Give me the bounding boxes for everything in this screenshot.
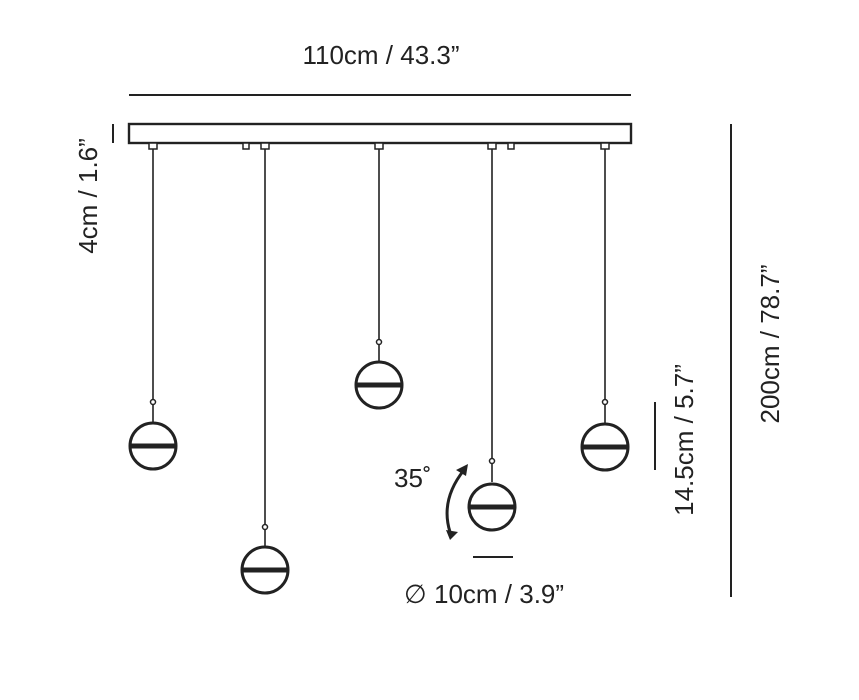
pendant-diameter-label: 10cm / 3.9”: [434, 579, 564, 609]
pendant-2: [240, 149, 290, 595]
pendant-4: [467, 149, 517, 532]
tilt-arrow-icon: [445, 464, 468, 540]
total-width-label: 110cm / 43.3”: [302, 40, 459, 70]
pendant-height-label: 14.5cm / 5.7”: [669, 364, 699, 516]
pendant-1: [128, 149, 178, 471]
pendant-5: [580, 149, 630, 472]
canopy-bar: [127, 122, 633, 145]
canopy-height-label: 4cm / 1.6”: [73, 138, 103, 254]
total-height-label: 200cm / 78.7”: [755, 265, 785, 424]
tilt-angle-label: 35˚: [394, 463, 432, 493]
pendant-3: [354, 149, 404, 410]
diameter-symbol: ∅: [404, 579, 427, 609]
